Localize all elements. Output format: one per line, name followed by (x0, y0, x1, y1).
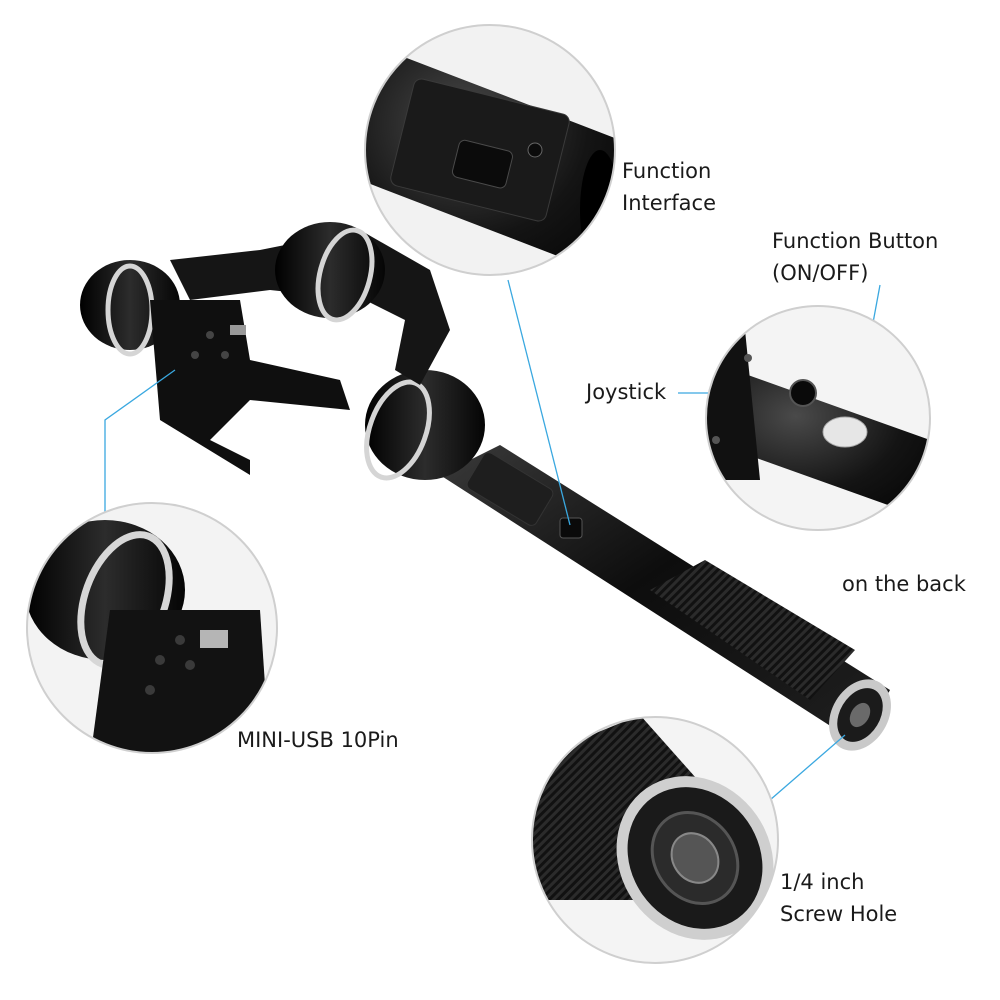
zoom-mini-usb (26, 502, 278, 754)
gimbal-tilt-motor (80, 260, 350, 475)
gimbal-pan-motor (364, 370, 485, 481)
callout-line-mini-usb (104, 369, 176, 520)
gimbal-handle (440, 445, 891, 751)
zoom-function-button (705, 305, 931, 531)
label-joystick-text: Joystick (586, 380, 667, 404)
label-on-the-back: on the back (842, 568, 966, 600)
label-function-interface-line2: Interface (622, 191, 717, 215)
label-function-button-line2: (ON/OFF) (772, 261, 869, 285)
callout-line-function-interface (507, 279, 571, 526)
label-function-interface: Function Interface (622, 155, 716, 219)
label-on-the-back-text: on the back (842, 572, 966, 596)
label-function-button-line1: Function Button (772, 229, 939, 253)
label-function-interface-line1: Function (622, 159, 712, 183)
gimbal-roll-motor (275, 222, 385, 323)
label-screw-hole-line2: Screw Hole (780, 902, 898, 926)
label-mini-usb: MINI-USB 10Pin (237, 724, 399, 756)
label-screw-hole: 1/4 inch Screw Hole (780, 866, 897, 930)
label-screw-hole-line1: 1/4 inch (780, 870, 865, 894)
gimbal-device (80, 222, 891, 751)
label-mini-usb-text: MINI-USB 10Pin (237, 728, 399, 752)
label-function-button: Function Button (ON/OFF) (772, 225, 938, 289)
zoom-screw-hole (531, 716, 779, 964)
callout-line-screw-hole (769, 734, 846, 801)
zoom-function-interface (364, 24, 616, 276)
label-joystick: Joystick (586, 376, 666, 408)
